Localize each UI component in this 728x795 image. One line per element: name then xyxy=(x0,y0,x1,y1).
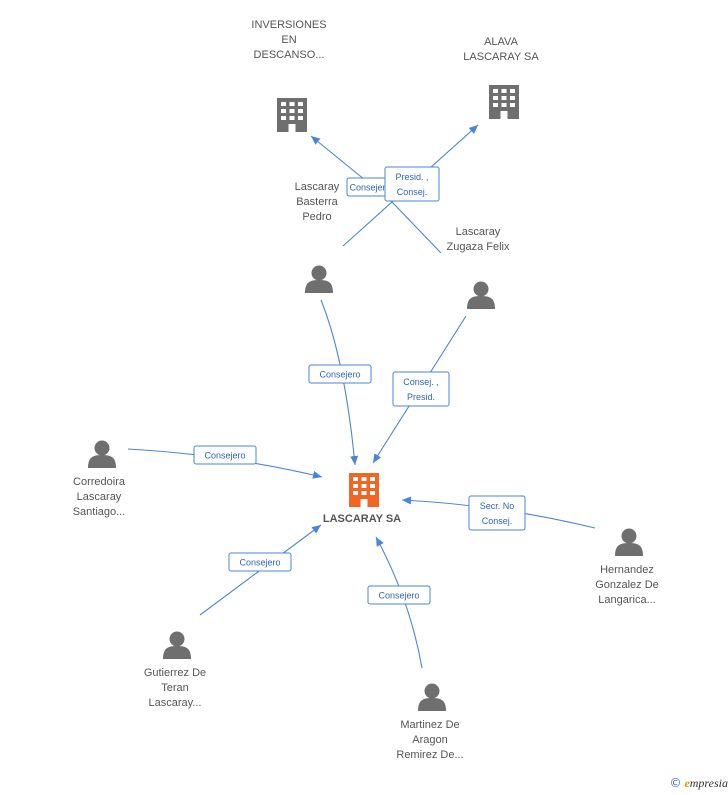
edge-label-box xyxy=(468,495,526,531)
building-icon xyxy=(489,85,519,119)
edge-label-box xyxy=(384,166,440,202)
edge-label-e-gutierrez-main[interactable]: Consejero xyxy=(228,552,292,572)
edge-label-text: Secr. No xyxy=(480,501,515,511)
node-lascaray-sa[interactable]: LASCARAY SA xyxy=(323,473,401,525)
brand-name: mpresia xyxy=(689,776,728,790)
empresia-credit[interactable]: ©empresia xyxy=(669,776,728,791)
node-label: Santiago... xyxy=(73,506,126,518)
edge-label-text: Consej. xyxy=(482,516,513,526)
node-label: INVERSIONES xyxy=(251,19,326,31)
node-label: LASCARAY SA xyxy=(463,51,539,63)
person-icon xyxy=(418,683,446,711)
edge-label-e-corredoira-main[interactable]: Consejero xyxy=(193,445,257,465)
edge-label-e-basterra-alava[interactable]: Presid. , Consej. xyxy=(384,166,440,202)
node-label: Hernandez xyxy=(600,564,654,576)
edge-label-text: Consejero xyxy=(204,451,245,461)
edge-label-text: Presid. , xyxy=(395,172,428,182)
edges-layer xyxy=(127,124,596,669)
edge-label-text: Consejero xyxy=(319,370,360,380)
node-label: Remirez De... xyxy=(396,749,463,761)
edge-label-text: Consejero xyxy=(378,591,419,601)
node-label: Lascaray xyxy=(77,491,122,503)
person-icon xyxy=(615,528,643,556)
building-icon xyxy=(277,98,307,132)
node-label: Lascaray... xyxy=(149,697,202,709)
edge-label-e-zugaza-main[interactable]: Consej. , Presid. xyxy=(392,371,450,407)
person-icon xyxy=(88,440,116,468)
person-icon xyxy=(163,631,191,659)
edge-label-box xyxy=(367,585,431,605)
edge-label-text: Consej. xyxy=(397,187,428,197)
node-label: Martinez De xyxy=(400,719,459,731)
person-icon xyxy=(467,281,495,309)
node-label: Aragon xyxy=(412,734,447,746)
node-inversiones[interactable]: INVERSIONES EN DESCANSO... xyxy=(251,19,327,132)
node-alava[interactable]: ALAVA LASCARAY SA xyxy=(463,36,539,119)
node-label: ALAVA xyxy=(484,36,518,48)
edge-label-e-hernandez-main[interactable]: Secr. No Consej. xyxy=(468,495,526,531)
node-label: Langarica... xyxy=(598,594,655,606)
node-label: Lascaray xyxy=(295,181,340,193)
node-label: Pedro xyxy=(302,211,331,223)
edge-label-box xyxy=(392,371,450,407)
person-icon xyxy=(305,265,333,293)
edge-label-text: Consej. , xyxy=(403,377,439,387)
node-gutierrez[interactable]: Gutierrez De TeranLascaray... xyxy=(144,631,206,710)
edge-label-box xyxy=(228,552,292,572)
node-label: Zugaza Felix xyxy=(447,241,510,253)
edge-label-text: Consejero xyxy=(239,558,280,568)
node-corredoira[interactable]: CorredoiraLascaraySantiago... xyxy=(73,440,126,519)
node-label: Gonzalez De xyxy=(595,579,659,591)
nodes-layer: LASCARAY SA INVERSIONES EN DESCANSO... ALAVA… xyxy=(73,19,659,761)
copyright-icon: © xyxy=(669,776,682,790)
node-label: Corredoira xyxy=(73,476,126,488)
node-label: EN xyxy=(281,34,296,46)
node-label: LASCARAY SA xyxy=(323,513,401,525)
building-icon xyxy=(349,473,379,507)
node-label: Gutierrez De xyxy=(144,667,206,679)
node-label: Lascaray xyxy=(456,226,501,238)
edge-label-text: Presid. xyxy=(407,392,435,402)
brand-initial: e xyxy=(684,776,690,790)
edge-label-e-basterra-main[interactable]: Consejero xyxy=(308,364,372,384)
node-label: Basterra xyxy=(296,196,338,208)
node-label: Teran xyxy=(161,682,189,694)
edge-label-text: Consejero xyxy=(349,183,390,193)
edge-label-box xyxy=(193,445,257,465)
node-label: DESCANSO... xyxy=(254,49,325,61)
edge-label-e-martinez-main[interactable]: Consejero xyxy=(367,585,431,605)
edge-label-box xyxy=(308,364,372,384)
